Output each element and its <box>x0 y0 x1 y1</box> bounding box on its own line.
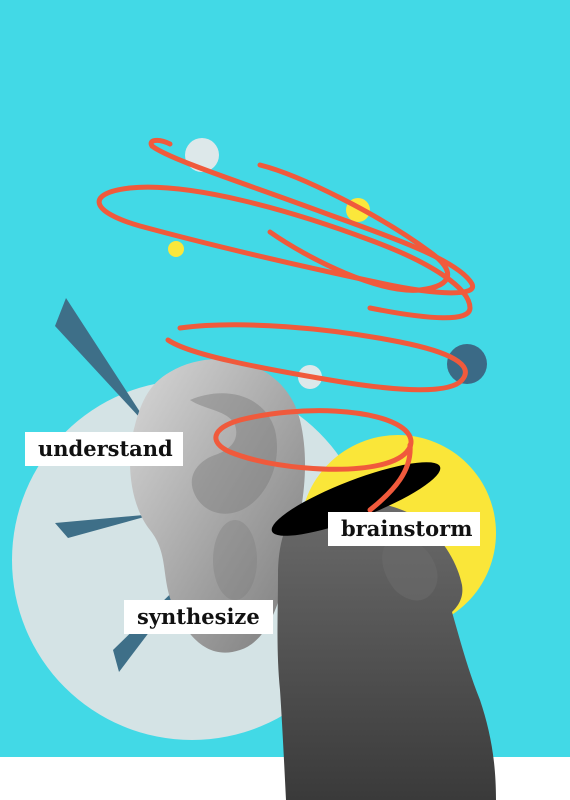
dot-yellow-left <box>168 241 184 257</box>
label-synthesize: synthesize <box>124 600 273 634</box>
label-understand: understand <box>25 432 183 466</box>
dot-blue <box>447 344 487 384</box>
shard-top <box>55 298 153 432</box>
shard-middle <box>55 514 155 538</box>
red-scribble-spiral <box>96 137 476 513</box>
woman-profile-photo <box>277 500 496 800</box>
label-brainstorm: brainstorm <box>328 512 480 546</box>
